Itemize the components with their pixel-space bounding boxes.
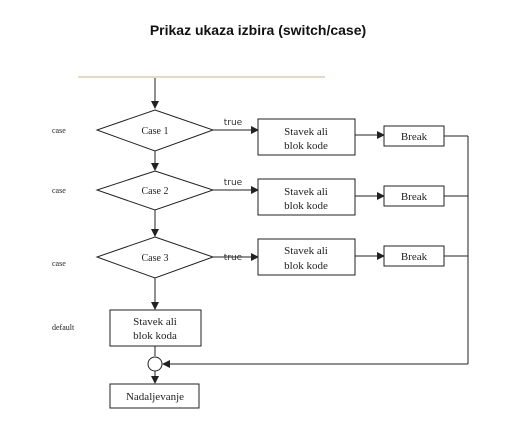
- row-label-case-2: case: [52, 186, 66, 195]
- default-statement-line1: Stavek ali: [133, 316, 177, 328]
- case-3-true-label: true: [224, 253, 243, 263]
- case-1-statement-line1: Stavek ali: [284, 126, 328, 138]
- case-2-statement-line2: blok kode: [284, 200, 328, 212]
- continue-label: Nadaljevanje: [126, 391, 184, 403]
- row-label-case-3: case: [52, 259, 66, 268]
- case-2-statement-block: [257, 178, 356, 216]
- case-2-true-label: true: [224, 178, 243, 188]
- case-2-break-label: Break: [401, 191, 428, 203]
- case-1-true-label: true: [224, 118, 243, 128]
- default-statement-line2: blok koda: [133, 330, 177, 342]
- row-label-default: default: [52, 323, 75, 332]
- case-1-break-label: Break: [401, 131, 428, 143]
- case-3-statement-line1: Stavek ali: [284, 245, 328, 257]
- case-3-statement-line2: blok kode: [284, 260, 328, 272]
- default-statement-block: [109, 309, 202, 347]
- case-2-label: Case 2: [142, 186, 169, 197]
- case-1-statement-block: [257, 118, 356, 156]
- case-3-statement-block: [257, 238, 356, 276]
- case-1-statement-line2: blok kode: [284, 140, 328, 152]
- case-3-label: Case 3: [142, 253, 169, 264]
- diagram-title: Prikaz ukaza izbira (switch/case): [149, 22, 367, 38]
- case-2-statement-line1: Stavek ali: [284, 186, 328, 198]
- merge-node: [147, 356, 163, 372]
- case-3-break-label: Break: [401, 251, 428, 263]
- row-label-case-1: case: [52, 126, 66, 135]
- case-1-label: Case 1: [142, 126, 169, 137]
- continue-block: [109, 383, 200, 409]
